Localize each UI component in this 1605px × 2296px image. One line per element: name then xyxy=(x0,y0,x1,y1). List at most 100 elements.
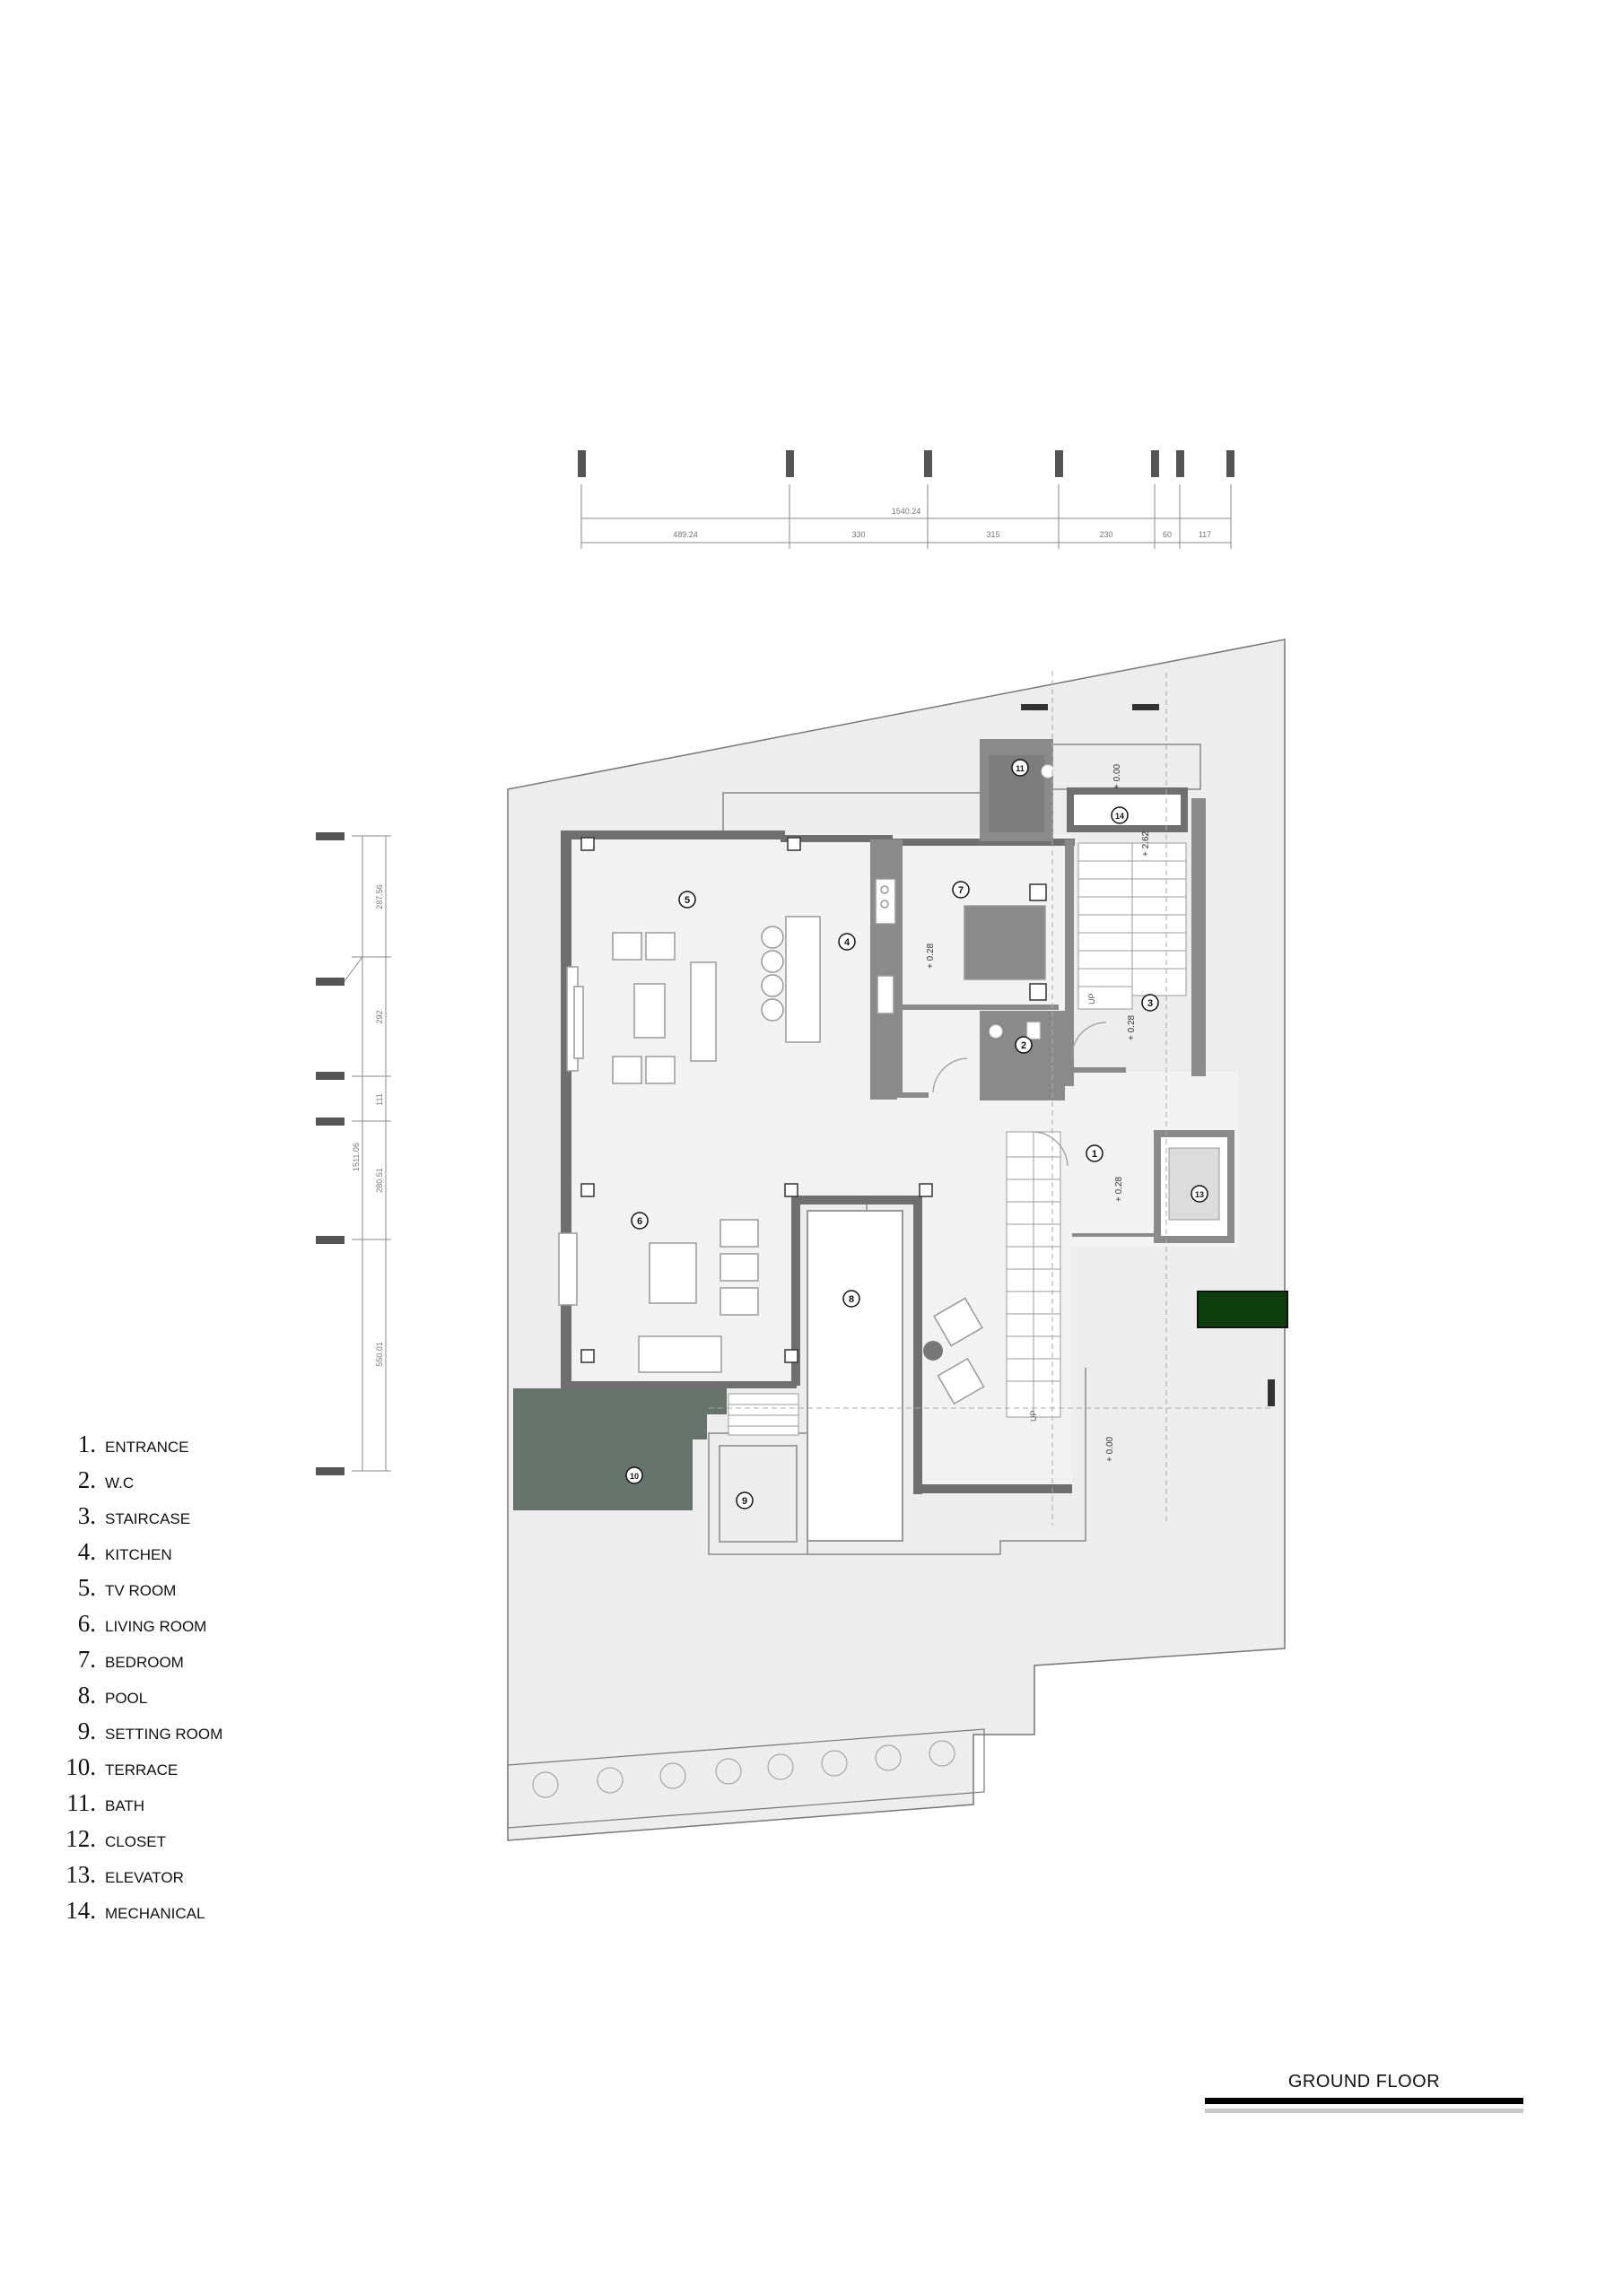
dim-left-total: 1511.06 xyxy=(352,1143,361,1171)
legend-label: TV ROOM xyxy=(105,1582,177,1599)
garden-trees xyxy=(532,1740,955,1798)
legend-item-closet: 12.CLOSET xyxy=(49,1825,283,1861)
stair-up-label-entrance: UP xyxy=(1029,1410,1038,1422)
dim-left-seg-1: 287.56 xyxy=(375,884,384,909)
level-label-bedroom: + 0.28 xyxy=(926,943,936,969)
legend-number: 14. xyxy=(65,1897,96,1924)
level-label-entrance: + 0.28 xyxy=(1114,1176,1124,1202)
legend-item-terrace: 10. TERRACE xyxy=(49,1753,283,1789)
level-labels: + 0.00 + 2.62 + 0.28 + 0.28 + 0.28 + 0.0… xyxy=(926,763,1151,1462)
drawing-title: GROUND FLOOR xyxy=(1287,2072,1441,2092)
legend-number: 10. xyxy=(65,1753,96,1780)
svg-text:4: 4 xyxy=(844,937,850,948)
legend-item-elevator: 13. ELEVATOR xyxy=(49,1861,283,1897)
mechanical-room xyxy=(1067,787,1188,832)
level-label-mechanical: + 0.00 xyxy=(1112,763,1122,789)
svg-text:3: 3 xyxy=(1147,998,1153,1009)
bedroom-furniture xyxy=(964,883,1047,1001)
dim-left-seg-5: 550.01 xyxy=(375,1342,384,1367)
top-dimension-chain: 1540.24 489.24 330 315 230 60 117 xyxy=(578,450,1234,549)
room-marker-10: 10 xyxy=(625,1466,643,1484)
legend-item-tv-room: 5. TV ROOM xyxy=(49,1574,283,1610)
room-marker-7: 7 xyxy=(952,881,970,899)
legend-label: BATH xyxy=(105,1797,145,1814)
room-marker-5: 5 xyxy=(678,891,696,909)
legend-label: BEDROOM xyxy=(105,1654,184,1671)
entrance-doors xyxy=(932,1022,1107,1167)
svg-text:8: 8 xyxy=(849,1294,854,1305)
legend-number: 4. xyxy=(77,1538,96,1565)
legend-label: ELEVATOR xyxy=(105,1869,184,1886)
terrace-steps xyxy=(728,1393,799,1436)
bath-fixtures xyxy=(989,764,1055,1039)
room-marker-2: 2 xyxy=(1015,1036,1033,1054)
legend-item-mechanical: 14. MECHANICAL xyxy=(49,1897,283,1933)
stair-up-labels: UP UP xyxy=(1029,993,1096,1422)
legend-item-pool: 8. POOL xyxy=(49,1682,283,1718)
kitchen-counter xyxy=(875,878,896,1014)
level-label-stair: + 2.62 xyxy=(1141,831,1151,857)
dim-top-seg-1: 489.24 xyxy=(673,530,698,539)
legend-item-living-room: 6. LIVING ROOM xyxy=(49,1610,283,1646)
legend-number: 11. xyxy=(66,1789,96,1816)
legend-number: 3. xyxy=(77,1502,96,1529)
room-marker-13: 13 xyxy=(1191,1185,1208,1203)
svg-text:10: 10 xyxy=(630,1472,639,1481)
legend-number: 8. xyxy=(77,1682,96,1709)
legend-label: MECHANICAL xyxy=(105,1905,205,1922)
legend-label: POOL xyxy=(105,1690,148,1707)
dim-top-seg-4: 230 xyxy=(1099,530,1112,539)
room-legend: 1.ENTRANCE 2. W.C 3. STAIRCASE 4. KITCHEN 5… xyxy=(49,1431,283,1933)
room-marker-14: 14 xyxy=(1111,806,1129,824)
stair-up-label-main: UP xyxy=(1087,993,1096,1004)
legend-number: 1. xyxy=(77,1431,96,1457)
legend-item-wc: 2. W.C xyxy=(49,1466,283,1502)
legend-item-kitchen: 4. KITCHEN xyxy=(49,1538,283,1574)
legend-number: 9. xyxy=(77,1718,96,1744)
legend-label: SETTING ROOM xyxy=(105,1726,223,1743)
room-marker-8: 8 xyxy=(842,1290,860,1308)
dim-left-seg-4: 280.51 xyxy=(375,1168,384,1193)
legend-label: W.C xyxy=(105,1474,135,1492)
svg-text:7: 7 xyxy=(958,885,964,896)
left-dimension-chain: 1511.06 287.56 292 111 280.51 550.01 xyxy=(316,832,391,1475)
room-markers: 1 2 3 4 5 6 7 8 9 10 11 13 14 xyxy=(625,759,1208,1509)
legend-number: 7. xyxy=(77,1646,96,1673)
living-room-furniture xyxy=(558,1219,985,1405)
dim-top-seg-2: 330 xyxy=(851,530,865,539)
legend-number: 6. xyxy=(77,1610,96,1637)
entrance-staircase xyxy=(1006,1131,1061,1418)
legend-number: 5. xyxy=(77,1574,96,1601)
svg-text:5: 5 xyxy=(685,895,690,906)
title-underline-secondary xyxy=(1205,2109,1523,2113)
legend-item-entrance: 1.ENTRANCE xyxy=(49,1431,283,1466)
room-marker-3: 3 xyxy=(1141,994,1159,1012)
legend-label: CLOSET xyxy=(105,1833,167,1850)
svg-text:1: 1 xyxy=(1092,1149,1097,1160)
title-underline xyxy=(1205,2098,1523,2104)
legend-label: TERRACE xyxy=(105,1761,179,1779)
room-marker-6: 6 xyxy=(631,1212,649,1230)
section-lines xyxy=(709,671,1274,1525)
garden-grille xyxy=(1197,1291,1288,1328)
legend-number: 2. xyxy=(77,1466,96,1493)
level-label-staircase: + 0.28 xyxy=(1127,1014,1137,1040)
dim-top-seg-6: 117 xyxy=(1199,530,1211,539)
dim-left-seg-2: 292 xyxy=(375,1010,384,1023)
room-marker-11: 11 xyxy=(1011,759,1029,777)
svg-text:14: 14 xyxy=(1115,812,1124,821)
legend-label: STAIRCASE xyxy=(105,1510,191,1527)
legend-item-setting-room: 9. SETTING ROOM xyxy=(49,1718,283,1753)
legend-label: LIVING ROOM xyxy=(105,1618,207,1635)
pool-side-table xyxy=(923,1341,943,1361)
dim-top-total: 1540.24 xyxy=(892,507,921,516)
svg-text:13: 13 xyxy=(1195,1190,1204,1199)
svg-text:2: 2 xyxy=(1021,1040,1026,1051)
pool-basin xyxy=(807,1210,903,1542)
room-marker-1: 1 xyxy=(1086,1144,1103,1162)
columns xyxy=(580,837,933,1363)
legend-number: 13. xyxy=(65,1861,96,1888)
elevator-cab xyxy=(1168,1147,1220,1221)
legend-label: KITCHEN xyxy=(105,1546,172,1563)
